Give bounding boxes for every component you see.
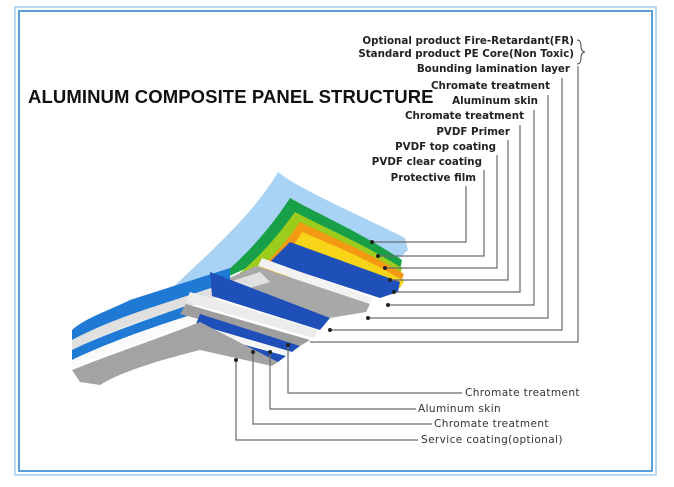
- layer-aluminum-skin-bottom: [196, 314, 300, 352]
- frame-outer-border: [14, 6, 657, 476]
- leader-pvdf-clear: [378, 170, 485, 257]
- layer-core-lower: [180, 304, 310, 346]
- label-chromate-treatment-1: Chromate treatment: [430, 80, 550, 92]
- leader-bottom-service: [235, 360, 418, 441]
- leader-pvdf-primer: [390, 140, 509, 281]
- layer-core-face: [186, 292, 318, 338]
- layer-service-coating: [72, 322, 278, 385]
- top-leader-dots: [328, 240, 396, 332]
- label-bottom-aluminum-skin: Aluminum skin: [418, 403, 502, 415]
- layer-white-gap: [72, 312, 210, 368]
- label-fire-retardant: Optional product Fire-Retardant(FR): [362, 35, 574, 47]
- label-bounding-lamination: Bounding lamination layer: [416, 63, 570, 75]
- leader-bottom-aluminum: [269, 352, 416, 410]
- label-service-coating: Service coating(optional): [421, 434, 563, 446]
- layer-aluminum-skin-top: [270, 242, 400, 298]
- leader-chromate-1: [394, 125, 521, 293]
- diagram-title: ALUMINUM COMPOSITE PANEL STRUCTURE: [28, 86, 434, 107]
- layer-blue-band-lower: [72, 306, 200, 360]
- bottom-leader-dots: [234, 343, 290, 362]
- leader-pvdf-top: [385, 155, 498, 269]
- leader-protective-film: [372, 186, 467, 243]
- label-pvdf-clear-coating: PVDF clear coating: [371, 156, 482, 168]
- leader-bottom-chromate-2: [252, 352, 432, 425]
- layer-aluminum-skin-mid: [210, 272, 330, 330]
- frame-inner-border: [18, 10, 653, 472]
- leader-lamination: [330, 78, 563, 331]
- label-chromate-treatment-2: Chromate treatment: [404, 110, 524, 122]
- label-pvdf-top-coating: PVDF top coating: [395, 141, 496, 153]
- label-protective-film: Protective film: [390, 172, 476, 184]
- layer-lamination-top: [258, 258, 372, 304]
- top-leader-lines: [310, 66, 579, 343]
- label-bottom-chromate-treatment-1: Chromate treatment: [465, 387, 580, 399]
- leader-aluminum-skin-1: [388, 110, 535, 306]
- label-pvdf-primer: PVDF Primer: [436, 126, 510, 138]
- bottom-leader-lines: [235, 345, 462, 441]
- label-aluminum-skin-1: Aluminum skin: [452, 95, 538, 107]
- leader-bottom-chromate-1: [287, 345, 462, 394]
- leader-chromate-2: [368, 95, 549, 319]
- layer-blue-band: [72, 268, 230, 340]
- leader-core: [310, 66, 579, 343]
- label-pe-core: Standard product PE Core(Non Toxic): [358, 48, 574, 60]
- brace-icon: [576, 39, 586, 65]
- label-bottom-chromate-treatment-2: Chromate treatment: [434, 418, 549, 430]
